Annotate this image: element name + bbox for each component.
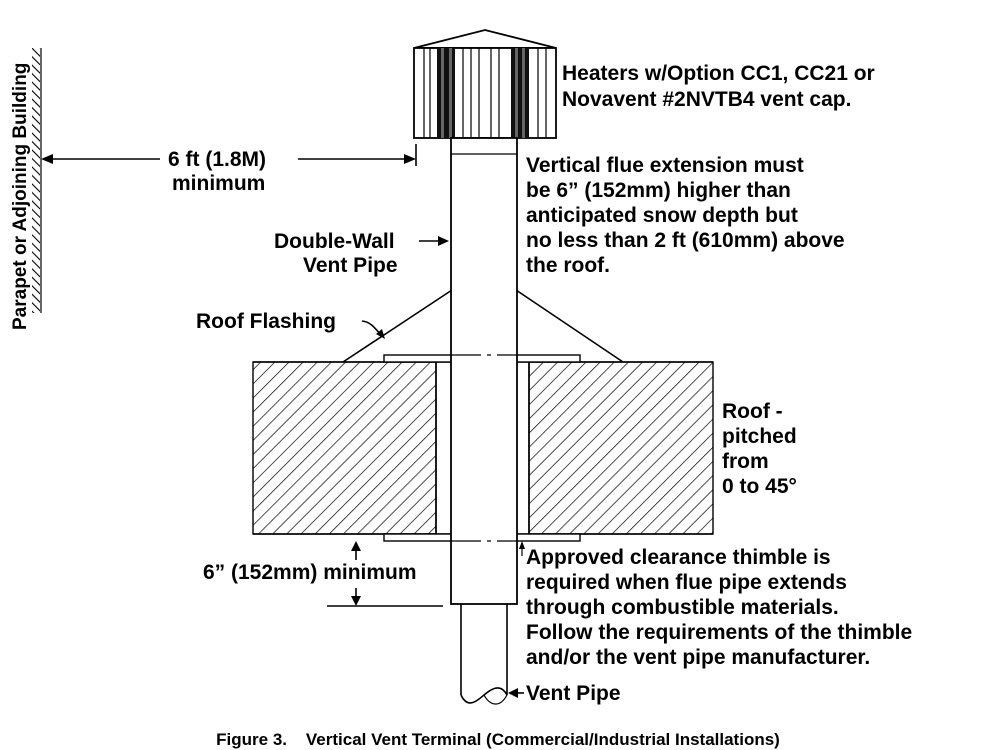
thimble-note-5: and/or the vent pipe manufacturer. <box>526 646 870 669</box>
extension-note-5: the roof. <box>526 254 610 277</box>
roof-flashing <box>342 289 624 363</box>
roof-flashing-label: Roof Flashing <box>196 310 336 333</box>
thimble-note-3: through combustible materials. <box>526 596 839 619</box>
roof-label-2: pitched <box>722 425 797 448</box>
roof-label-3: from <box>722 450 769 473</box>
extension-note-4: no less than 2 ft (610mm) above <box>526 229 845 252</box>
thimble-note-2: required when flue pipe extends <box>526 571 847 594</box>
distance-dimension <box>41 144 417 166</box>
parapet-wall <box>32 48 42 313</box>
thimble-min-dimension <box>327 541 443 607</box>
thimble-note-1: Approved clearance thimble is <box>526 546 831 569</box>
double-wall-vent-pipe <box>450 137 518 605</box>
cap-label-2: Novavent #2NVTB4 vent cap. <box>562 88 851 111</box>
vent-cap <box>413 29 557 139</box>
thimble-pointer <box>519 541 525 556</box>
roof-label-1: Roof - <box>722 400 783 423</box>
vent-pipe-label: Vent Pipe <box>526 682 621 705</box>
figure-caption: Figure 3. Vertical Vent Terminal (Commer… <box>216 730 780 749</box>
vent-pipe-pointer <box>508 688 524 698</box>
distance-label-1: 6 ft (1.8M) <box>168 148 266 171</box>
thimble-min-label: 6” (152mm) minimum <box>203 561 417 584</box>
vent-pipe <box>460 604 508 705</box>
distance-label-2: minimum <box>172 172 265 195</box>
double-wall-pointer <box>419 236 449 246</box>
extension-note-3: anticipated snow depth but <box>526 204 798 227</box>
thimble-note-4: Follow the requirements of the thimble <box>526 621 912 644</box>
extension-note-2: be 6” (152mm) higher than <box>526 179 791 202</box>
cap-label-1: Heaters w/Option CC1, CC21 or <box>562 62 875 85</box>
extension-note-1: Vertical flue extension must <box>526 154 804 177</box>
parapet-label: Parapet or Adjoining Building <box>10 63 31 330</box>
double-wall-label-2: Vent Pipe <box>303 254 398 277</box>
double-wall-label-1: Double-Wall <box>274 230 395 253</box>
roof-label-4: 0 to 45° <box>722 475 797 498</box>
